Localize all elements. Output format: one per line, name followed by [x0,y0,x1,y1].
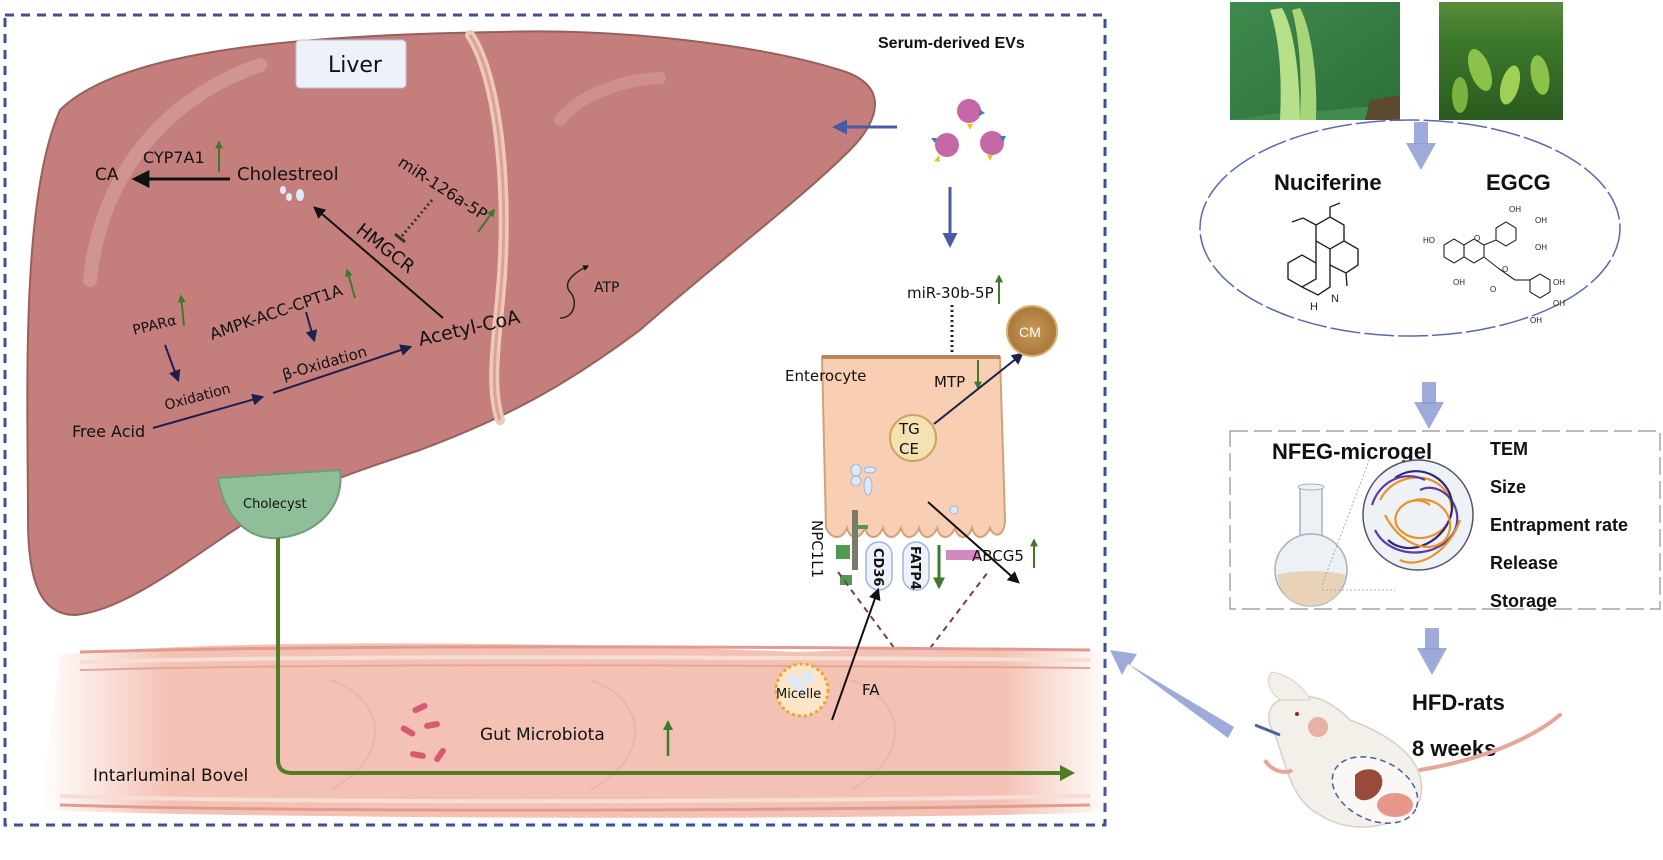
atp-squiggle [559,265,590,319]
compound-nuciferine: Nuciferine [1274,170,1382,195]
node-ce: CE [899,440,919,458]
egcg-structure [1443,221,1551,299]
evs-label: Serum-derived EVs [878,35,1025,52]
nuciferine-n: N [1331,293,1339,305]
nuciferine-structure [1287,202,1359,296]
node-cholesterol: Cholestreol [237,164,339,185]
node-free-acid: Free Acid [72,422,145,441]
flow-arrow-2-shaft [1422,382,1436,404]
tg-ce-droplet: TG CE [889,414,937,462]
svg-text:OH: OH [1509,205,1521,214]
arrow-ppara-to-oxidation [164,344,181,383]
flow-arrow-2-head [1414,402,1444,429]
cd36-transporter: CD36 [865,541,893,591]
fatp4-transporter: FATP4 [902,541,930,591]
node-fatp4: FATP4 [907,546,922,590]
up-arrow-ppara [177,294,186,327]
rat-illustration [1254,671,1562,828]
flow-arrow-1-head [1406,143,1436,170]
gut-bacteria [400,702,446,763]
char-item: Size [1490,477,1526,497]
microgel-box [1229,430,1661,610]
egcg-hydroxyl-labels: HO OH OH OH OH OH OH OH O O O [1423,205,1565,325]
liver-title-box: Liver [295,39,407,89]
svg-text:OH: OH [1553,299,1565,308]
svg-text:OH: OH [1535,216,1547,225]
chylomicron: CM [1006,305,1058,357]
node-cd36: CD36 [870,548,885,586]
flow-arrow-rat-to-mechanism [1110,650,1234,738]
arrow-tgce-to-cm [933,352,1024,425]
arrow-fa-to-cd36 [831,587,881,721]
node-enterocyte: Enterocyte [785,367,866,385]
node-bowel: Intarluminal Bovel [93,766,248,786]
svg-text:HO: HO [1423,236,1435,245]
microgel-network [1321,457,1474,591]
char-item: Storage [1490,591,1557,611]
char-item: Entrapment rate [1490,515,1628,535]
node-mir30b: miR-30b-5P [907,284,994,302]
svg-text:O: O [1490,285,1496,294]
characterization-list: TEM Size Entrapment rate Release Storage [1490,439,1628,611]
arrow-efflux-abcg5 [927,501,1020,584]
liver-illustration [26,30,876,617]
svg-text:OH: OH [1553,278,1565,287]
node-ca: CA [95,165,119,185]
svg-text:OH: OH [1535,243,1547,252]
svg-text:OH: OH [1453,278,1465,287]
char-item: TEM [1490,439,1528,459]
svg-text:O: O [1474,234,1480,243]
bile-flow-arrowhead [1060,765,1075,781]
flow-arrow-1-shaft [1414,122,1428,144]
node-fa: FA [862,681,880,699]
extracellular-vesicles [931,99,1006,162]
node-cyp7a1: CYP7A1 [143,148,205,167]
model-label: HFD-rats [1412,690,1505,715]
cholecyst: Cholecyst [216,468,342,540]
arrow-ampk-to-beta-oxidation [305,311,318,343]
flow-arrow-3-head [1417,648,1447,675]
inhibit-bar [394,232,406,244]
tea-plant-image [1439,2,1563,120]
intracellular-lipids [850,463,959,515]
lotus-leaf-image [1230,2,1400,120]
svg-text:OH: OH [1530,316,1542,325]
nuciferine-h: H [1310,301,1318,313]
node-gut-microbiota: Gut Microbiota [480,725,605,745]
npc1l1-transporter [836,510,868,585]
bile-flow-arrow [276,538,1060,775]
up-arrow-mir126 [477,208,495,233]
micelle [774,662,830,718]
up-arrow-ampk [344,268,356,299]
abcg5-transporter [946,550,980,560]
arrow-to-acetylcoa [272,344,413,394]
node-atp: ATP [594,280,619,296]
flask-illustration [1274,483,1348,607]
node-mtp: MTP [934,373,965,391]
cholecyst-label: Cholecyst [243,497,307,512]
arrow-acetylcoa-to-cholesterol [313,206,444,319]
duration-label: 8 weeks [1412,736,1496,761]
liver-title: Liver [328,53,383,78]
node-cm: CM [1019,324,1041,340]
compound-ellipse [1199,119,1621,337]
arrow-free-acid-oxidation [152,393,265,429]
microgel-label: NFEG-microgel [1272,439,1432,464]
node-abcg5: ABCG5 [972,547,1024,565]
node-micelle: Micelle [776,687,821,702]
node-tg: TG [898,420,920,438]
svg-text:O: O [1502,265,1508,274]
mechanism-frame [3,13,1107,827]
char-item: Release [1490,553,1558,573]
compound-egcg: EGCG [1486,170,1551,195]
lipid-droplets [280,186,304,201]
node-npc1l1: NPC1L1 [808,520,826,578]
flow-arrow-3-shaft [1425,628,1439,650]
